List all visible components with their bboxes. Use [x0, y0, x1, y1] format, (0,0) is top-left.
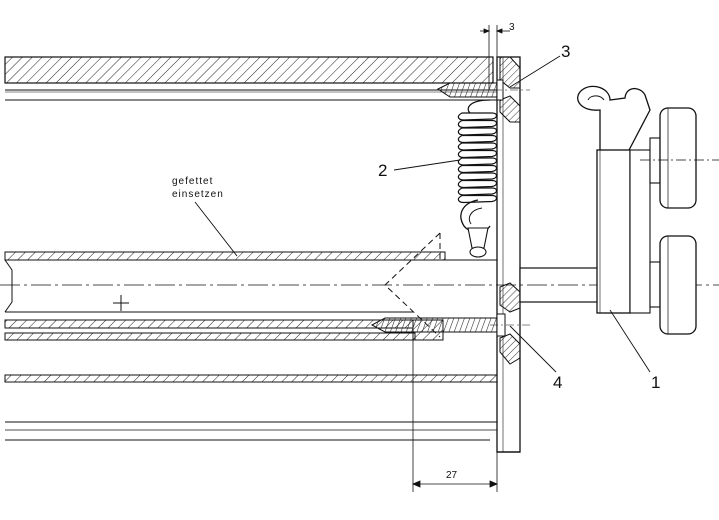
bottom-rail	[4, 374, 498, 441]
callout-4: 4	[553, 373, 562, 392]
callout-4-leader	[509, 325, 557, 373]
upper-screw	[437, 79, 530, 101]
tension-spring	[457, 99, 498, 258]
spring-coil	[457, 187, 498, 196]
callout-3: 3	[561, 42, 570, 61]
callout-2: 2	[378, 161, 387, 180]
spring-coil	[457, 112, 498, 121]
dimension-top-label: 3	[509, 22, 515, 33]
spring-coil	[457, 119, 498, 129]
upper-roller	[640, 107, 719, 209]
spring-coil	[457, 127, 498, 136]
dimension-bottom-label: 27	[446, 470, 458, 481]
lower-screw	[370, 313, 530, 337]
annotation-leader	[194, 201, 238, 257]
end-plate	[496, 56, 521, 453]
callout-3-leader	[509, 55, 561, 88]
spring-coil	[457, 149, 498, 159]
spring-coil	[457, 142, 498, 151]
spring-coil	[457, 164, 498, 174]
hanger-carrier	[577, 85, 651, 314]
callout-1: 1	[651, 373, 660, 392]
spring-coil	[457, 194, 498, 204]
spring-coil	[457, 157, 498, 166]
dimension-top	[480, 25, 510, 90]
spring-coil	[457, 179, 498, 189]
shaft-sleeve	[4, 232, 497, 341]
dimension-bottom	[411, 340, 499, 492]
spring-coil	[457, 172, 498, 181]
callout-1-leader	[609, 309, 651, 373]
center-cross	[113, 295, 129, 311]
annotation-line-2: einsetzen	[172, 189, 224, 200]
annotation-line-1: gefettet	[172, 176, 213, 187]
callout-2-leader	[393, 159, 461, 171]
lower-roller	[649, 235, 697, 335]
top-housing-wall	[4, 56, 500, 101]
spring-coil	[457, 134, 498, 144]
